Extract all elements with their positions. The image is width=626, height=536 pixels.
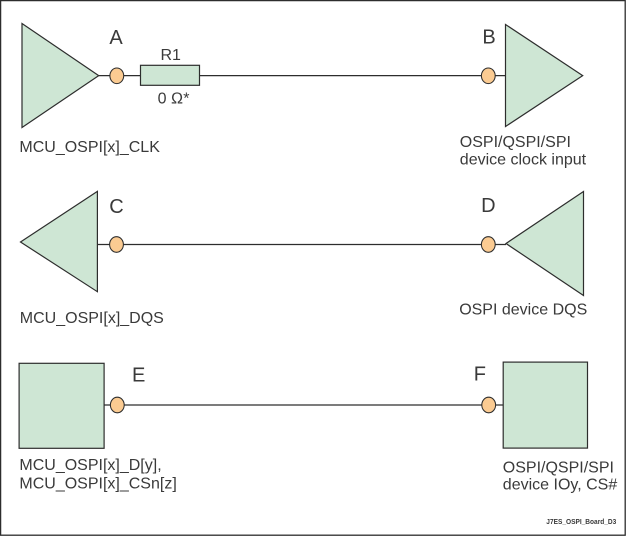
svg-text:E: E [132,365,145,387]
svg-text:F: F [474,364,486,386]
svg-text:0 Ω*: 0 Ω* [158,90,190,107]
svg-text:D: D [481,195,495,217]
svg-text:R1: R1 [160,47,181,64]
svg-text:B: B [482,27,495,49]
svg-text:OSPI/QSPI/SPI: OSPI/QSPI/SPI [503,460,614,477]
svg-text:device clock input: device clock input [460,152,587,169]
svg-text:MCU_OSPI[x]_CSn[z]: MCU_OSPI[x]_CSn[z] [19,475,176,492]
svg-text:MCU_OSPI[x]_D[y],: MCU_OSPI[x]_D[y], [19,457,161,474]
svg-text:OSPI device DQS: OSPI device DQS [459,302,587,319]
svg-text:MCU_OSPI[x]_CLK: MCU_OSPI[x]_CLK [19,139,160,156]
svg-text:A: A [109,27,123,49]
svg-text:J7ES_OSPI_Board_D3: J7ES_OSPI_Board_D3 [546,517,616,526]
svg-text:device IOy, CS#: device IOy, CS# [503,476,618,493]
svg-text:C: C [109,196,123,218]
svg-text:OSPI/QSPI/SPI: OSPI/QSPI/SPI [460,134,571,151]
svg-text:MCU_OSPI[x]_DQS: MCU_OSPI[x]_DQS [20,310,164,327]
